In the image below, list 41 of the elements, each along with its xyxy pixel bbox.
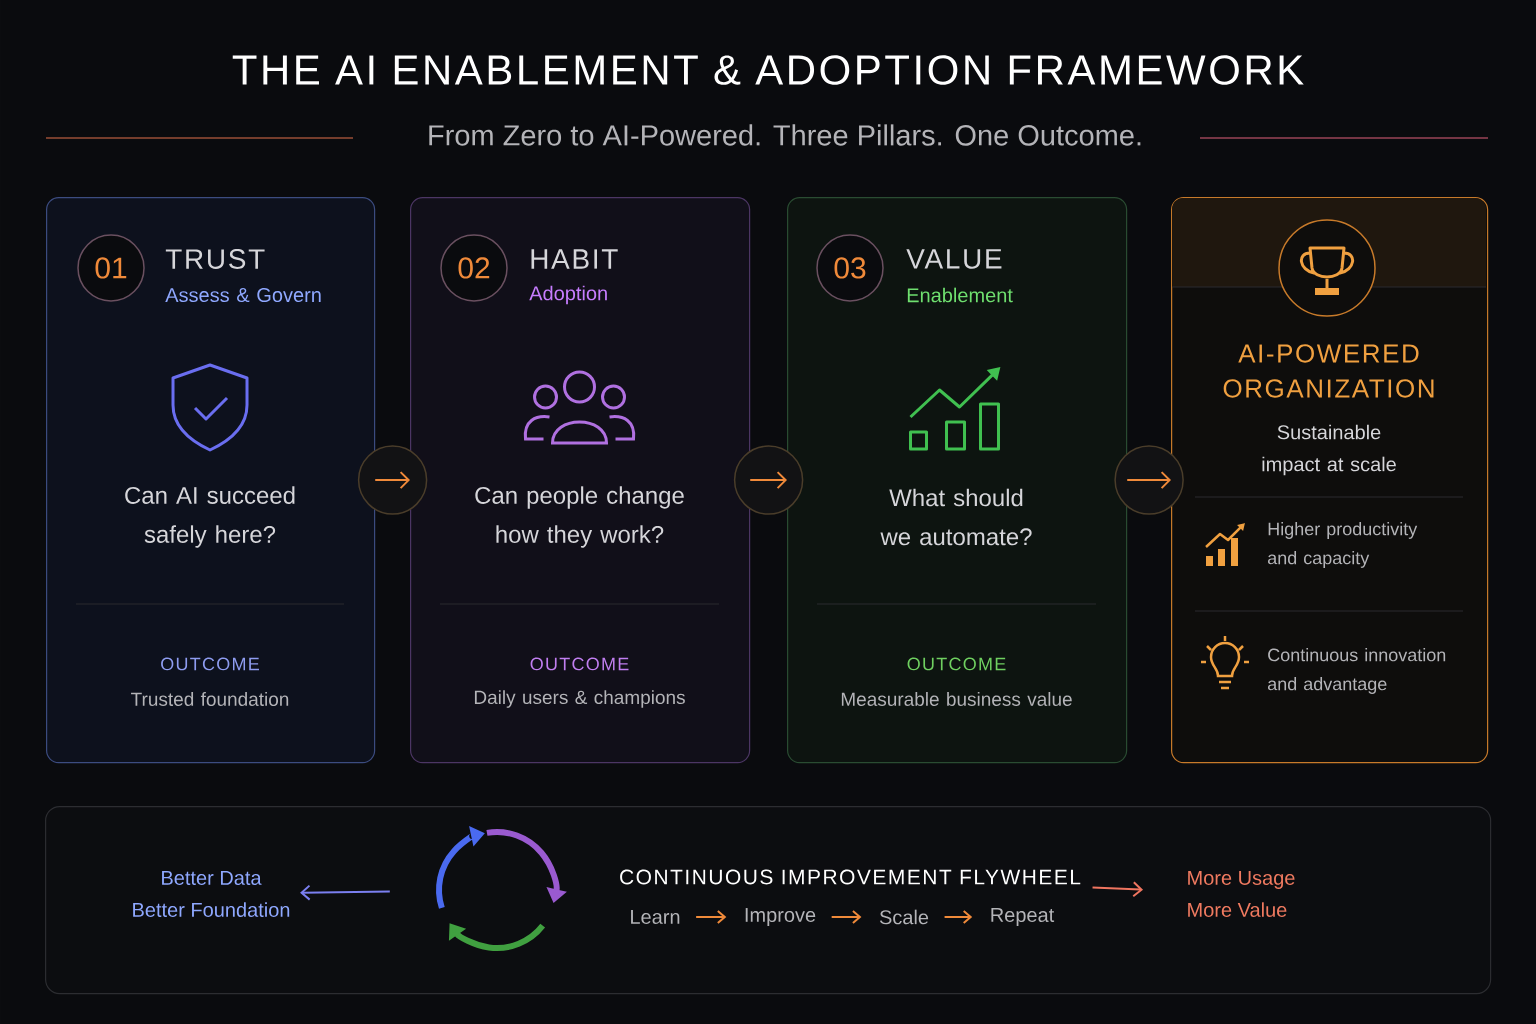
panel xyxy=(45,806,1492,995)
pillar-subtitle: Adoption xyxy=(529,285,607,305)
outcome-text: Measurable business value xyxy=(841,692,1072,706)
outcome-heading: OUTCOME xyxy=(907,657,1006,671)
pillar-subtitle: Enablement xyxy=(907,287,1013,303)
title: THE AI ENABLEMENT & ADOPTION FRAMEWORK xyxy=(232,55,1304,85)
arrow xyxy=(943,910,973,924)
number-badge: 01 xyxy=(77,234,145,302)
chevron-arrow xyxy=(357,445,428,515)
pillar-title: TRUST xyxy=(165,249,265,269)
outcome-text: Trusted foundation xyxy=(131,692,289,706)
result-text: More Usage More Value xyxy=(1188,871,1295,917)
flywheel-title: CONTINUOUS IMPROVEMENT FLYWHEEL xyxy=(620,869,1081,885)
pillar-title: VALUE xyxy=(906,249,1002,269)
flywheel-icon xyxy=(436,825,567,951)
arrow xyxy=(695,910,727,924)
arrow xyxy=(830,910,862,924)
outcome-heading: OUTCOME xyxy=(530,657,629,671)
pillar-subtitle: Assess & Govern xyxy=(165,287,321,303)
subtitle: From Zero to AI-Powered. Three Pillars. One Outcome. xyxy=(429,124,1141,146)
step-text: Scale xyxy=(879,909,929,925)
step-text: Learn xyxy=(631,910,680,924)
benefit-text: Higher productivity and capacity xyxy=(1268,522,1418,568)
result-text: Better Data Better Foundation xyxy=(133,871,290,917)
step-text: Repeat xyxy=(991,908,1055,926)
outcome-subtitle: Sustainable impact at scale xyxy=(1262,424,1396,476)
chevron-arrow xyxy=(1114,445,1184,515)
pillar-title: HABIT xyxy=(531,249,618,269)
outcome-title: AI-POWERED ORGANIZATION xyxy=(1223,344,1434,398)
benefit-text: Continuous innovation and advantage xyxy=(1268,648,1446,694)
outcome-text: Daily users & champions xyxy=(474,690,685,708)
outcome-heading: OUTCOME xyxy=(161,657,259,671)
question-text: Can AI succeed safely here? xyxy=(125,486,295,548)
step-text: Improve xyxy=(745,908,816,926)
number-badge: 03 xyxy=(816,234,884,302)
arrow xyxy=(1091,881,1144,898)
question-text: Can people change how they work? xyxy=(475,486,684,548)
arrow xyxy=(300,884,391,901)
number-badge: 02 xyxy=(440,234,508,302)
chevron-arrow xyxy=(733,445,804,515)
question-text: What should we automate? xyxy=(880,488,1032,546)
